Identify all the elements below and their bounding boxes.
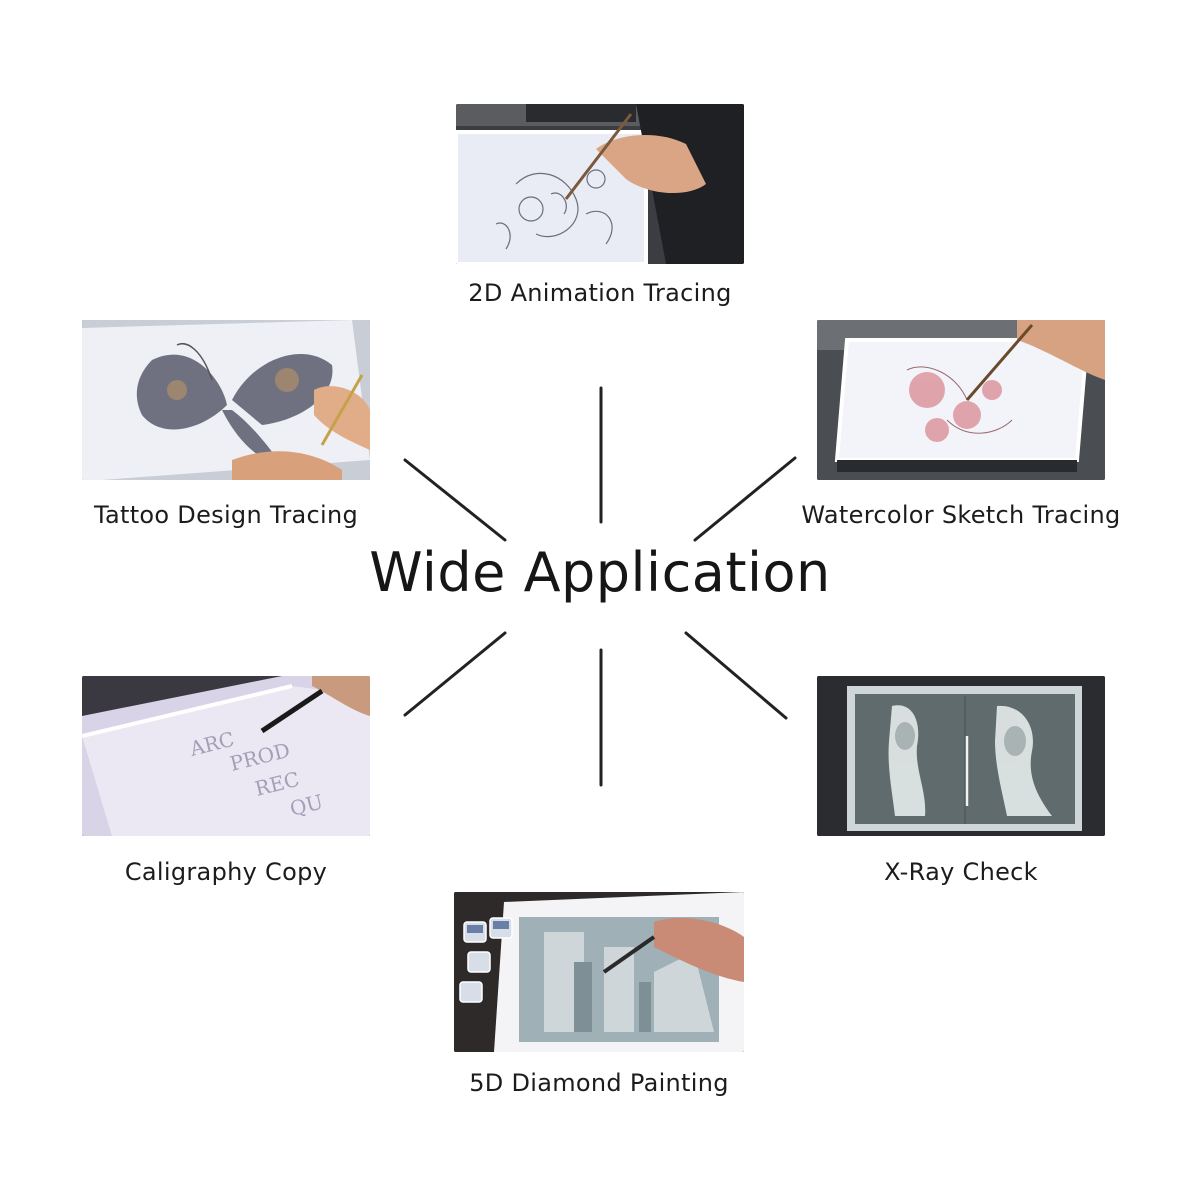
caption-xray: X-Ray Check [884,858,1038,886]
animation-tracing-photo [456,104,744,264]
tattoo-tracing-photo [82,320,370,480]
watercolor-tracing-photo [817,320,1105,480]
headline: Wide Application [369,541,831,604]
caption-diamond-painting: 5D Diamond Painting [469,1069,729,1097]
diamond-painting-photo [454,892,744,1052]
calligraphy-photo: ARC PROD REC QU [82,676,370,836]
ray-bottom-left [403,631,507,717]
ray-top-right [693,456,797,542]
ray-top-left [403,458,507,542]
caption-tattoo-tracing: Tattoo Design Tracing [93,501,359,529]
xray-photo [817,676,1105,836]
caption-watercolor-tracing: Watercolor Sketch Tracing [801,501,1121,529]
caption-calligraphy: Caligraphy Copy [124,858,328,886]
ray-bottom-right [684,631,788,720]
caption-animation-tracing: 2D Animation Tracing [468,279,732,307]
